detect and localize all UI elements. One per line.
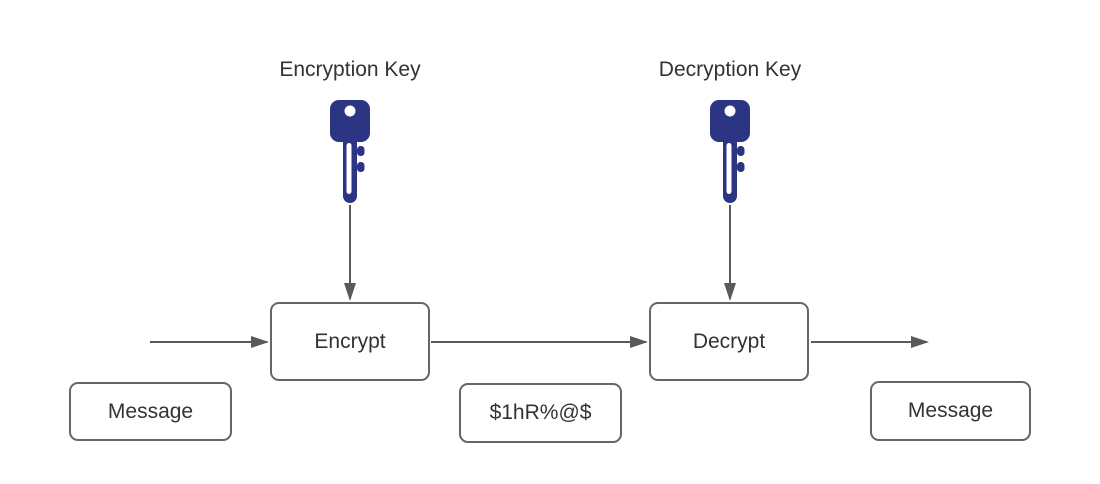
key-tooth — [737, 162, 745, 172]
key-head — [330, 100, 370, 142]
encrypt-node: Encrypt — [270, 302, 430, 381]
key-tooth — [357, 162, 365, 172]
key-tooth — [737, 146, 745, 156]
encryption-key-label: Encryption Key — [279, 58, 421, 81]
decrypt-node: Decrypt — [649, 302, 809, 381]
key-tooth — [357, 146, 365, 156]
decryption-key-icon — [710, 100, 750, 203]
key-hole — [724, 105, 736, 117]
key-head — [710, 100, 750, 142]
encryption-key-icon — [330, 100, 370, 203]
key-hole — [344, 105, 356, 117]
message-input-node: Message — [69, 382, 232, 441]
message-output-node: Message — [870, 381, 1031, 441]
decryption-key-label: Decryption Key — [658, 58, 802, 81]
key-slot — [726, 143, 732, 194]
key-slot — [346, 143, 352, 194]
ciphertext-node: $1hR%@$ — [459, 383, 622, 443]
